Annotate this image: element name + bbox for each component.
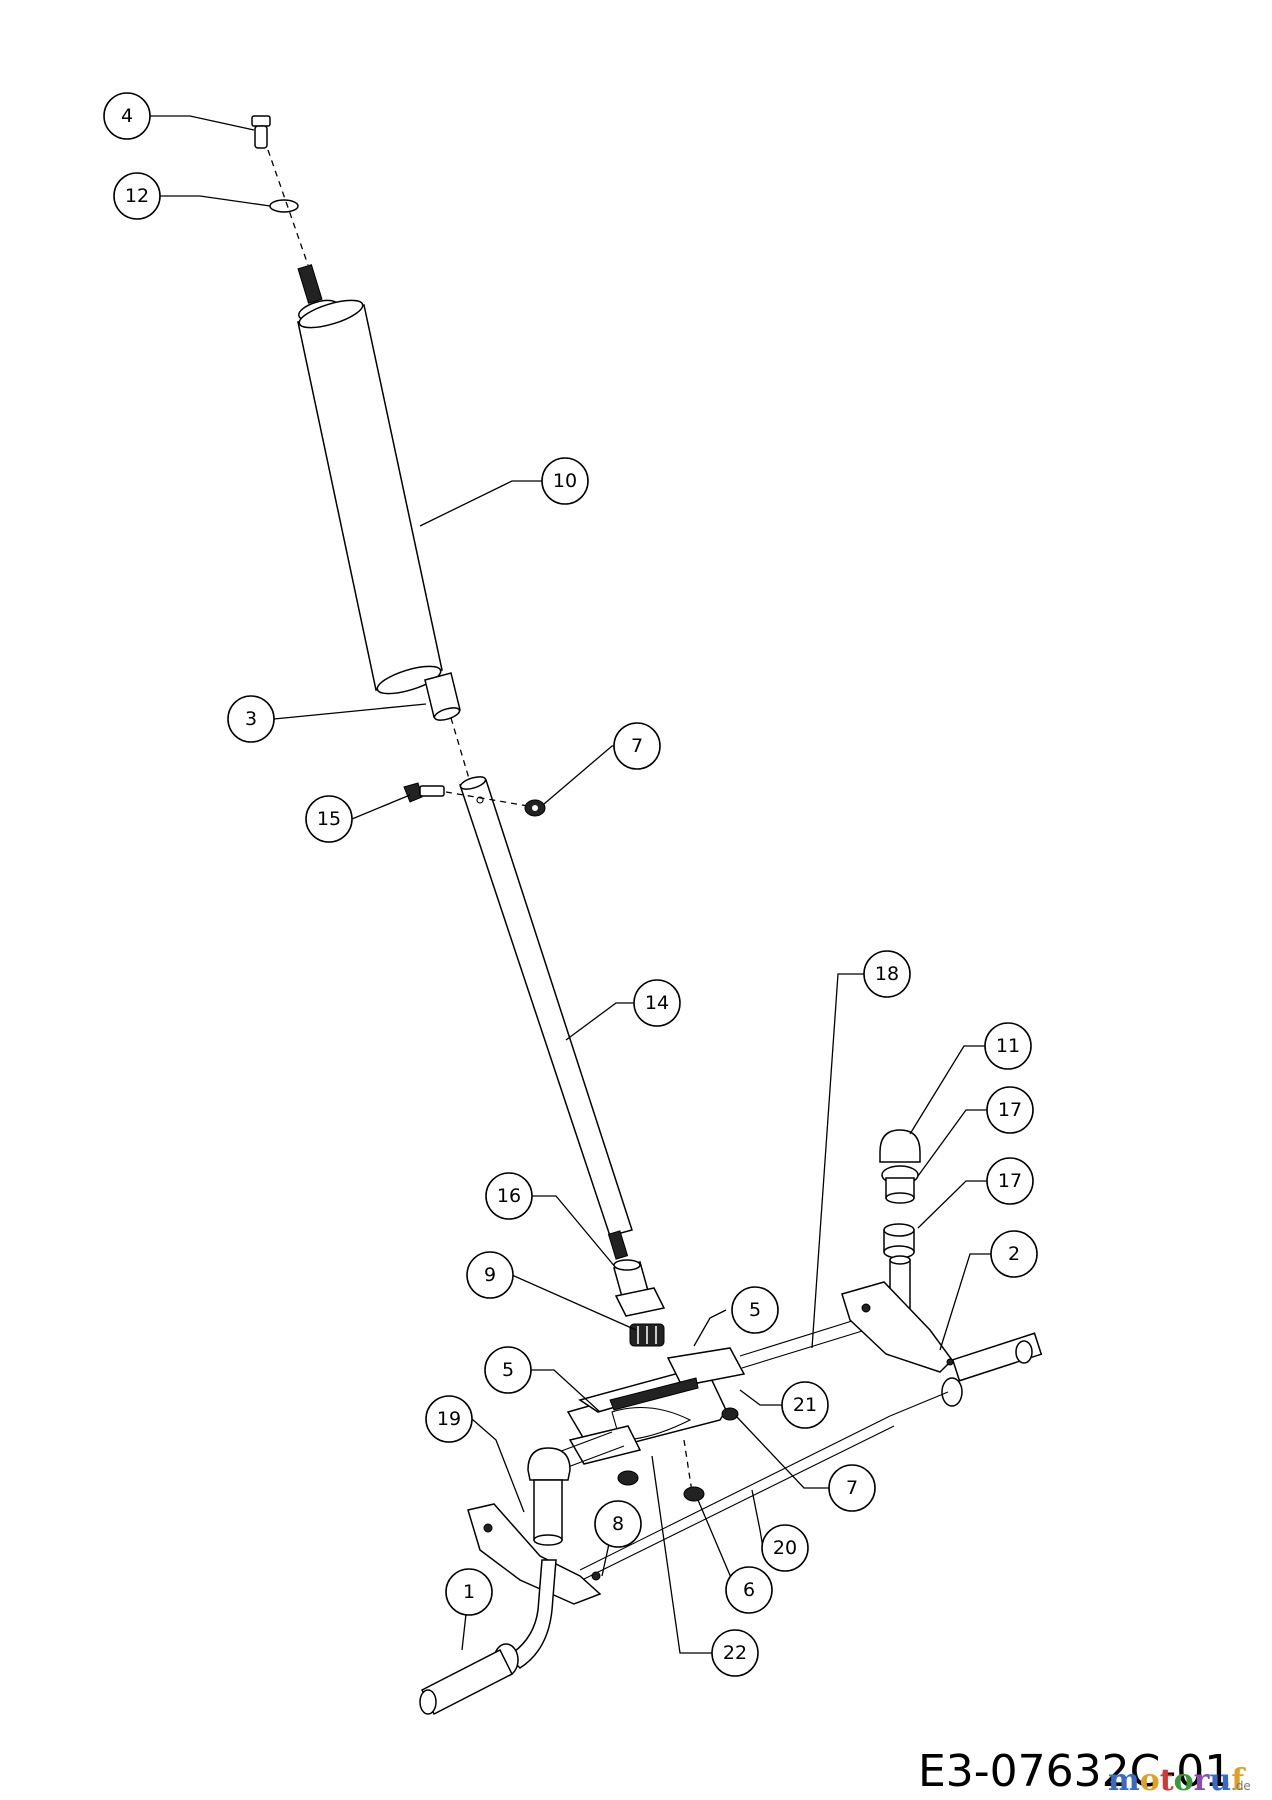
callout-balloon: 5 <box>484 1346 532 1394</box>
callout-balloon: 6 <box>725 1566 773 1614</box>
callout-label: 3 <box>245 708 257 730</box>
callout-balloon: 14 <box>633 979 681 1027</box>
callout-balloon: 3 <box>227 695 275 743</box>
pin-bolt-part <box>403 782 445 803</box>
callout-label: 22 <box>723 1642 747 1664</box>
callout-balloon: 17 <box>986 1157 1034 1205</box>
callout-balloon: 8 <box>594 1500 642 1548</box>
callout-label: 6 <box>743 1579 755 1601</box>
svg-text:.de: .de <box>1232 1779 1251 1793</box>
callout-balloon: 11 <box>984 1022 1032 1070</box>
callout-balloon: 12 <box>113 172 161 220</box>
leader-lines <box>150 115 991 1654</box>
callout-balloon: 1 <box>445 1568 493 1616</box>
callout-label: 17 <box>998 1099 1022 1121</box>
callout-label: 10 <box>553 470 577 492</box>
steering-column-part <box>297 264 461 721</box>
pinion-gear-part <box>629 1323 665 1347</box>
callout-label: 1 <box>463 1581 475 1603</box>
right-spindle-part <box>841 1129 1043 1417</box>
callout-balloon: 21 <box>781 1381 829 1429</box>
callout-label: 15 <box>317 808 341 830</box>
callout-balloon: 16 <box>485 1172 533 1220</box>
parts-drawing <box>251 115 1043 1716</box>
callout-label: 12 <box>125 185 149 207</box>
coupler-part <box>613 1259 666 1317</box>
callout-label: 14 <box>645 992 669 1014</box>
watermark-logo: motoruf .de <box>1108 1763 1251 1798</box>
callout-label: 7 <box>846 1477 858 1499</box>
lock-nut-part <box>524 799 546 817</box>
callout-balloon: 10 <box>541 457 589 505</box>
callout-label: 4 <box>121 105 133 127</box>
sector-bracket-part <box>547 1347 746 1471</box>
callout-balloon: 7 <box>613 722 661 770</box>
callout-balloon: 20 <box>761 1524 809 1572</box>
callout-label: 18 <box>875 963 899 985</box>
bolt-part <box>251 115 271 149</box>
lower-shaft-part <box>459 776 633 1260</box>
callout-balloon: 9 <box>466 1251 514 1299</box>
callout-balloon: 22 <box>711 1629 759 1677</box>
callout-label: 7 <box>631 735 643 757</box>
callout-label: 20 <box>773 1537 797 1559</box>
callout-label: 11 <box>996 1035 1020 1057</box>
callout-label: 19 <box>437 1408 461 1430</box>
callout-label: 5 <box>502 1359 514 1381</box>
drawing-number: E3-07632C-01 <box>918 1746 1232 1797</box>
callout-balloon: 15 <box>305 795 353 843</box>
callout-label: 9 <box>484 1264 496 1286</box>
callout-label: 16 <box>497 1185 521 1207</box>
callout-label: 5 <box>749 1299 761 1321</box>
callout-balloon: 17 <box>986 1086 1034 1134</box>
callout-balloon: 4 <box>103 92 151 140</box>
nut-part <box>683 1486 705 1502</box>
svg-text:motoruf: motoruf <box>1108 1763 1246 1798</box>
left-spindle-part <box>419 1447 602 1716</box>
callout-balloons: 4 12 10 3 7 15 14 18 11 17 17 16 9 5 2 5… <box>103 92 1038 1677</box>
callout-balloon: 2 <box>990 1230 1038 1278</box>
tie-rod-part <box>579 1315 895 1581</box>
callout-label: 2 <box>1008 1243 1020 1265</box>
callout-label: 17 <box>998 1170 1022 1192</box>
nut-part <box>721 1407 739 1421</box>
callout-label: 21 <box>793 1394 817 1416</box>
nut-part <box>617 1470 639 1486</box>
washer-part <box>269 199 299 213</box>
callout-balloon: 7 <box>828 1464 876 1512</box>
callout-label: 8 <box>612 1513 624 1535</box>
callout-balloon: 5 <box>731 1286 779 1334</box>
callout-balloon: 18 <box>863 950 911 998</box>
callout-balloon: 19 <box>425 1395 473 1443</box>
